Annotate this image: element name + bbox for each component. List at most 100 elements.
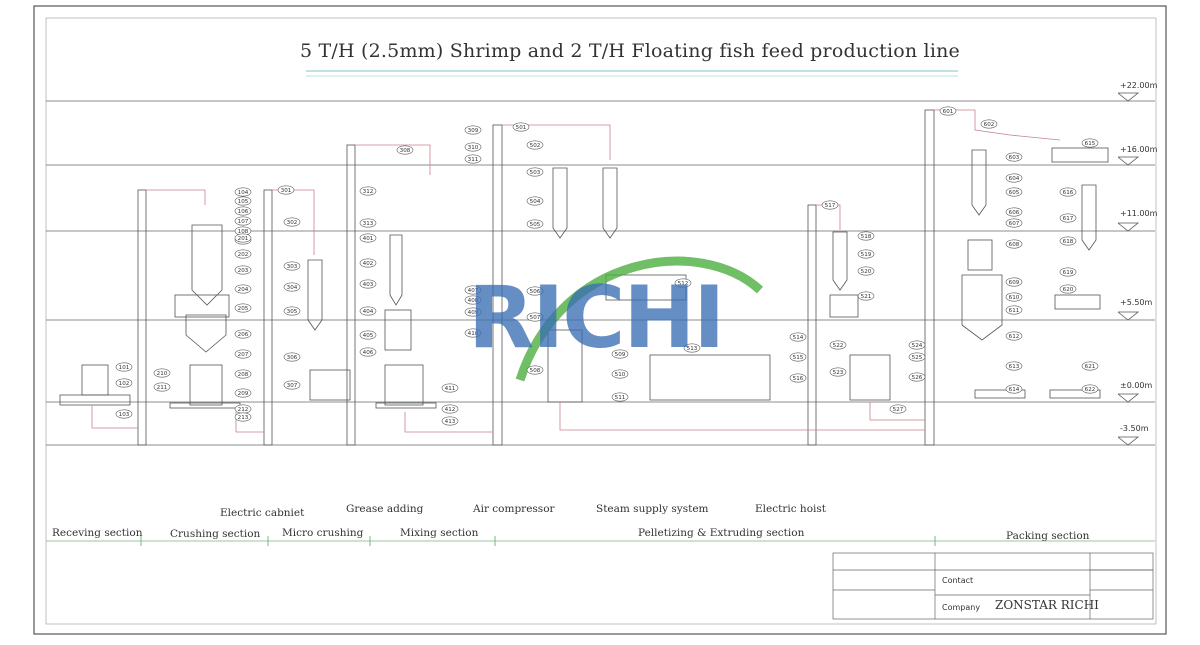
svg-text:311: 311: [468, 157, 479, 163]
svg-text:310: 310: [468, 145, 479, 151]
svg-text:519: 519: [861, 252, 872, 258]
svg-text:510: 510: [615, 372, 626, 378]
svg-text:202: 202: [238, 252, 249, 258]
equipment-tag-302: 302: [283, 217, 301, 227]
svg-text:212: 212: [238, 407, 249, 413]
section-packing: Packing section: [1006, 530, 1090, 542]
equipment-tag-412: 412: [441, 404, 459, 414]
svg-text:403: 403: [363, 282, 374, 288]
equipment-tag-303: 303: [283, 261, 301, 271]
equipment-tag-213: 213: [234, 412, 252, 422]
machines: [59, 147, 1109, 409]
equipment-tag-203: 203: [234, 265, 252, 275]
svg-text:210: 210: [157, 371, 168, 377]
svg-text:612: 612: [1009, 334, 1020, 340]
svg-text:611: 611: [1009, 308, 1020, 314]
equipment-tag-311: 311: [464, 154, 482, 164]
equipment-tag-403: 403: [359, 279, 377, 289]
equipment-tag-514: 514: [789, 332, 807, 342]
svg-text:104: 104: [238, 190, 249, 196]
svg-text:613: 613: [1009, 364, 1020, 370]
equipment-tag-502: 502: [526, 140, 544, 150]
equipment-tag-509: 509: [611, 349, 629, 359]
section-receiving: Receving section: [52, 527, 143, 539]
equipment-tag-622: 622: [1081, 384, 1099, 394]
air-compressor-label: Air compressor: [473, 503, 555, 515]
svg-text:211: 211: [157, 385, 168, 391]
svg-text:516: 516: [793, 376, 804, 382]
floor-level-lines: [46, 100, 1155, 542]
svg-text:512: 512: [678, 281, 689, 287]
equipment-tag-409: 409: [464, 307, 482, 317]
equipment-tag-607: 607: [1005, 218, 1023, 228]
equipment-tag-312: 312: [359, 186, 377, 196]
equipment-tag-304: 304: [283, 282, 301, 292]
svg-text:606: 606: [1009, 210, 1020, 216]
svg-text:206: 206: [238, 332, 249, 338]
svg-text:107: 107: [238, 219, 249, 225]
svg-text:402: 402: [363, 261, 374, 267]
svg-text:307: 307: [287, 383, 298, 389]
equipment-tag-619: 619: [1059, 267, 1077, 277]
svg-text:518: 518: [861, 234, 872, 240]
equipment-tag-609: 609: [1005, 277, 1023, 287]
equipment-tag-410: 410: [464, 328, 482, 338]
svg-text:502: 502: [530, 143, 541, 149]
equipment-tag-611: 611: [1005, 305, 1023, 315]
equipment-tag-107: 107: [234, 216, 252, 226]
equipment-tag-511: 511: [611, 392, 629, 402]
equipment-tag-504: 504: [526, 196, 544, 206]
svg-text:603: 603: [1009, 155, 1020, 161]
svg-text:517: 517: [825, 203, 836, 209]
title-block-contact: Contact: [942, 576, 974, 585]
svg-text:308: 308: [400, 148, 411, 154]
svg-text:619: 619: [1063, 270, 1074, 276]
level-label-16m: +16.00m: [1120, 145, 1158, 154]
svg-text:303: 303: [287, 264, 298, 270]
svg-text:508: 508: [530, 368, 541, 374]
equipment-tag-512: 512: [674, 278, 692, 288]
equipment-tag-515: 515: [789, 352, 807, 362]
svg-text:102: 102: [119, 381, 130, 387]
equipment-tag-208: 208: [234, 369, 252, 379]
svg-text:105: 105: [238, 199, 249, 205]
equipment-tags: 1011021031041051061071081092012022032042…: [115, 106, 1099, 426]
equipment-tag-101: 101: [115, 362, 133, 372]
equipment-tag-618: 618: [1059, 236, 1077, 246]
svg-text:305: 305: [287, 309, 298, 315]
equipment-tag-612: 612: [1005, 331, 1023, 341]
equipment-tag-413: 413: [441, 416, 459, 426]
equipment-tag-309: 309: [464, 125, 482, 135]
svg-text:616: 616: [1063, 190, 1074, 196]
equipment-tag-606: 606: [1005, 207, 1023, 217]
svg-text:201: 201: [238, 236, 249, 242]
svg-text:501: 501: [516, 125, 527, 131]
logo-swoosh: [515, 256, 764, 382]
equipment-tag-505: 505: [526, 219, 544, 229]
svg-text:207: 207: [238, 352, 249, 358]
equipment-tag-411: 411: [441, 383, 459, 393]
svg-text:511: 511: [615, 395, 626, 401]
equipment-tag-305: 305: [283, 306, 301, 316]
equipment-tag-610: 610: [1005, 292, 1023, 302]
equipment-tag-508: 508: [526, 365, 544, 375]
svg-text:610: 610: [1009, 295, 1020, 301]
equipment-tag-207: 207: [234, 349, 252, 359]
equipment-tag-614: 614: [1005, 384, 1023, 394]
equipment-tag-407: 407: [464, 285, 482, 295]
equipment-tag-212: 212: [234, 404, 252, 414]
svg-text:411: 411: [445, 386, 456, 392]
svg-text:608: 608: [1009, 242, 1020, 248]
svg-text:617: 617: [1063, 216, 1074, 222]
svg-text:401: 401: [363, 236, 374, 242]
svg-text:209: 209: [238, 391, 249, 397]
svg-text:412: 412: [445, 407, 456, 413]
svg-text:609: 609: [1009, 280, 1020, 286]
equipment-tag-523: 523: [829, 367, 847, 377]
equipment-tag-524: 524: [908, 340, 926, 350]
equipment-tag-615: 615: [1081, 138, 1099, 148]
title-block-company-name: ZONSTAR RICHI: [995, 598, 1099, 612]
electric-hoist-label: Electric hoist: [755, 503, 826, 515]
